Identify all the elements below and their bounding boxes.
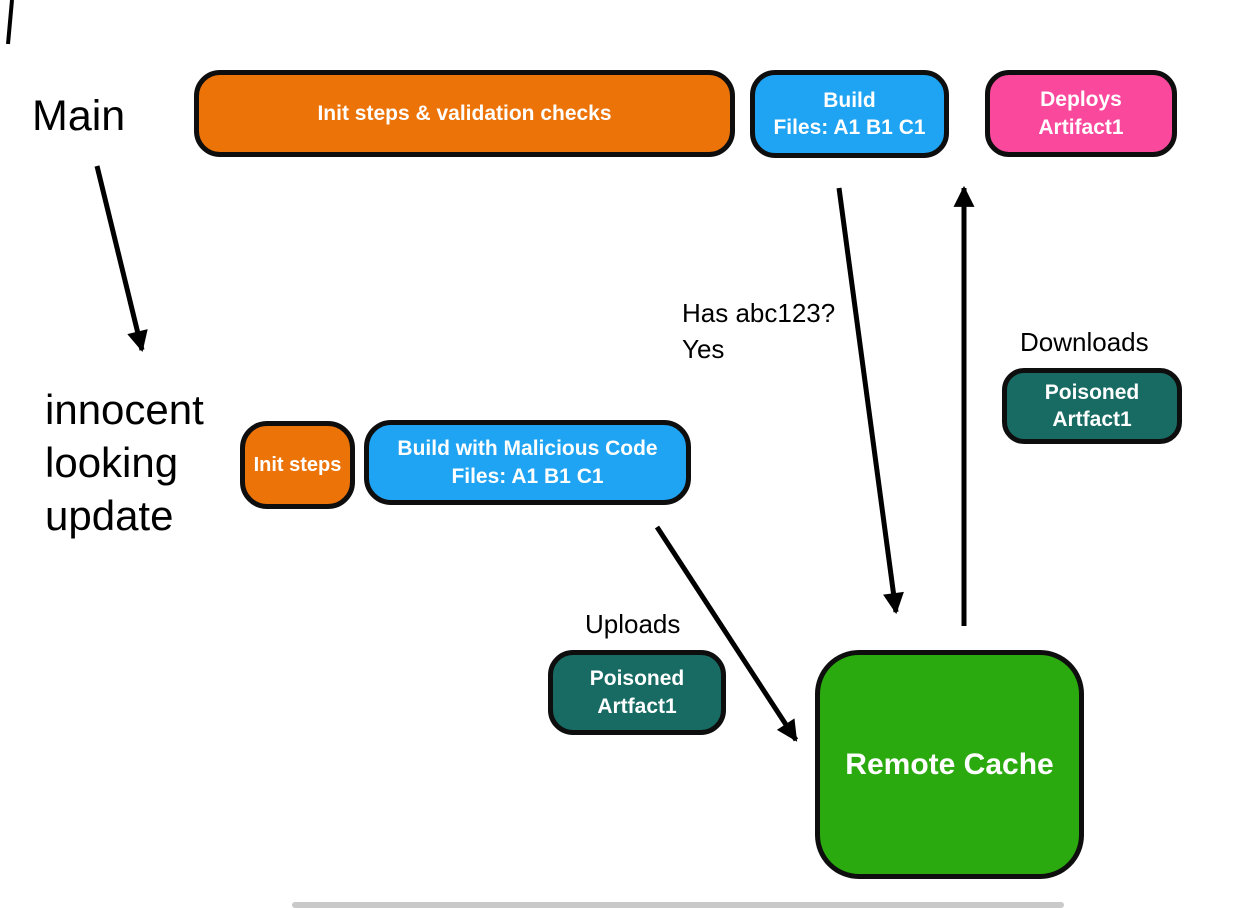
arrow-build-to-cache [836,187,904,615]
bottom-edge-bar [292,902,1064,908]
node-build-malicious: Build with Malicious Code Files: A1 B1 C… [364,420,691,505]
label-innocent-update: innocent looking update [45,386,204,539]
label-main: Main [32,92,126,140]
node-init-validation: Init steps & validation checks [194,70,735,157]
node-build-clean: Build Files: A1 B1 C1 [750,70,949,158]
node-poisoned-download: Poisoned Artfact1 [1002,368,1182,444]
node-deploys-artifact: Deploys Artifact1 [985,70,1177,157]
arrow-malicious-to-cache [654,525,799,742]
label-uploads: Uploads [585,609,681,639]
label-has-hash: Has abc123? Yes [682,298,836,364]
node-init-steps: Init steps [240,421,355,509]
label-downloads: Downloads [1020,327,1149,357]
corner-mark [6,0,14,45]
node-poisoned-upload: Poisoned Artfact1 [548,650,726,735]
arrow-main-to-update [94,165,148,353]
node-remote-cache: Remote Cache [815,650,1084,879]
